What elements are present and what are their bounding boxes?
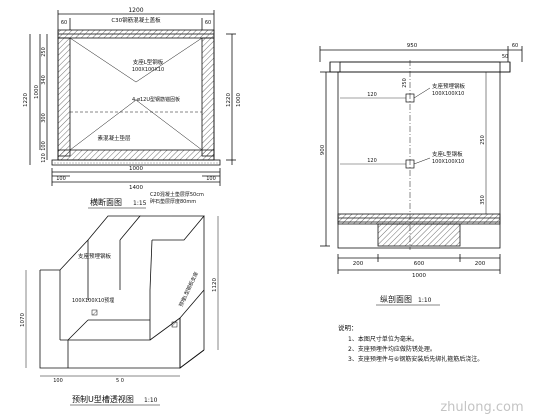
- profile-bottom-dim-overall: 1000: [412, 273, 426, 279]
- cross-left-dim-c: 300: [41, 113, 47, 123]
- notes-item-1: 1、本图尺寸单位为毫米。: [348, 335, 418, 343]
- profile-floor: [337, 213, 501, 225]
- profile-right-dim-b: 350: [480, 195, 486, 205]
- profile-right-dim-a: 250: [480, 135, 486, 145]
- profile-left-dim-c: 120: [367, 158, 377, 164]
- iso-bottom-dim-a: 100: [53, 378, 63, 384]
- embed-size-label: 100X100X10: [132, 67, 164, 73]
- profile-bottom-dim-mid: 600: [414, 261, 425, 267]
- left-wall: [57, 37, 71, 157]
- profile-footing: [377, 223, 461, 247]
- rebar-note-label: 4-ø12U型钢筋锚固板: [132, 96, 180, 103]
- profile-plate1-size: 100X100X10: [432, 91, 464, 97]
- profile-view: [319, 46, 523, 274]
- profile-top-dim-overall: 950: [407, 43, 418, 49]
- profile-top-dim-cap: 50: [502, 54, 508, 60]
- notes-item-2: 2、支座预埋件均应做防锈处理。: [348, 345, 436, 353]
- profile-left-dim-b: 120: [367, 92, 377, 98]
- cross-left-dim-inner: 1000: [34, 85, 40, 99]
- cross-bottom-dim-inner: 1000: [129, 166, 143, 172]
- iso-left-dim-b: 1120: [212, 278, 218, 292]
- cross-bottom-dim-overall: 1400: [129, 185, 143, 191]
- profile-left-dim-total: 900: [320, 144, 326, 155]
- cross-left-dim-d: 100: [41, 141, 47, 151]
- iso-plate-label: 100X100X10预埋: [72, 297, 114, 304]
- cover-plate-label: C30钢筋混凝土盖板: [111, 16, 161, 24]
- cross-note-line2: 碎石垫层厚度80mm: [150, 198, 196, 205]
- cross-bottom-dim-left: 100: [56, 176, 66, 182]
- embed-angle-label: 支座L型钢板: [133, 58, 164, 66]
- cross-top-dim-left: 60: [61, 20, 67, 26]
- iso-title: 预制U型槽透视图: [72, 394, 134, 404]
- bedding-layer: [51, 159, 221, 166]
- cross-left-dim-outer: 1220: [23, 93, 29, 107]
- base-slab: [57, 149, 215, 161]
- notes-title: 说明：: [338, 323, 358, 332]
- profile-left-dim-a: 250: [402, 78, 408, 88]
- right-wall: [201, 37, 215, 157]
- profile-scale: 1:10: [418, 297, 432, 304]
- profile-bottom-dim-right: 200: [475, 261, 486, 267]
- cover-plate: [57, 29, 215, 39]
- cross-right-dim-a: 1220: [226, 93, 232, 107]
- profile-plate2-label: 支座L型钢板: [432, 150, 463, 158]
- cross-section-scale: 1:15: [133, 200, 147, 207]
- profile-top-dim-right: 60: [512, 43, 518, 49]
- iso-rebar-label: 支座预埋钢板: [78, 252, 112, 260]
- iso-bottom-dim-b: 5 0: [116, 378, 124, 384]
- cross-top-dim-right: 60: [205, 20, 211, 26]
- iso-scale: 1:10: [144, 397, 158, 404]
- cross-top-dim-overall: 1200: [128, 7, 143, 14]
- cross-left-dim-a: 250: [41, 47, 47, 57]
- cross-section-view: [29, 10, 236, 186]
- profile-bottom-dim-left: 200: [353, 261, 364, 267]
- profile-body: [337, 71, 501, 249]
- profile-plate1-label: 支座预埋钢板: [432, 82, 466, 90]
- notes-item-3: 3、支座预埋件与⑥钢筋安装后先绑扎箍筋后浇注。: [348, 355, 483, 363]
- fill-label: 素混凝土垫层: [97, 134, 131, 142]
- watermark-text: zhulong.com: [440, 400, 523, 415]
- cross-right-dim-b: 1000: [236, 93, 242, 107]
- cross-section-title: 横断面图: [90, 197, 122, 207]
- cross-left-dim-e: 120: [41, 153, 47, 163]
- iso-view: [25, 215, 219, 377]
- cross-note-line1: C20混凝土垫层厚50cm: [150, 191, 204, 198]
- cross-left-dim-b: 340: [41, 75, 47, 85]
- cross-bottom-dim-right: 100: [206, 176, 216, 182]
- iso-left-dim-a: 1070: [20, 313, 26, 327]
- iso-right-label: 预埋L型钢板支座: [177, 271, 199, 308]
- profile-title: 纵剖面图: [380, 294, 412, 304]
- profile-plate2-size: 100X100X10: [432, 159, 464, 165]
